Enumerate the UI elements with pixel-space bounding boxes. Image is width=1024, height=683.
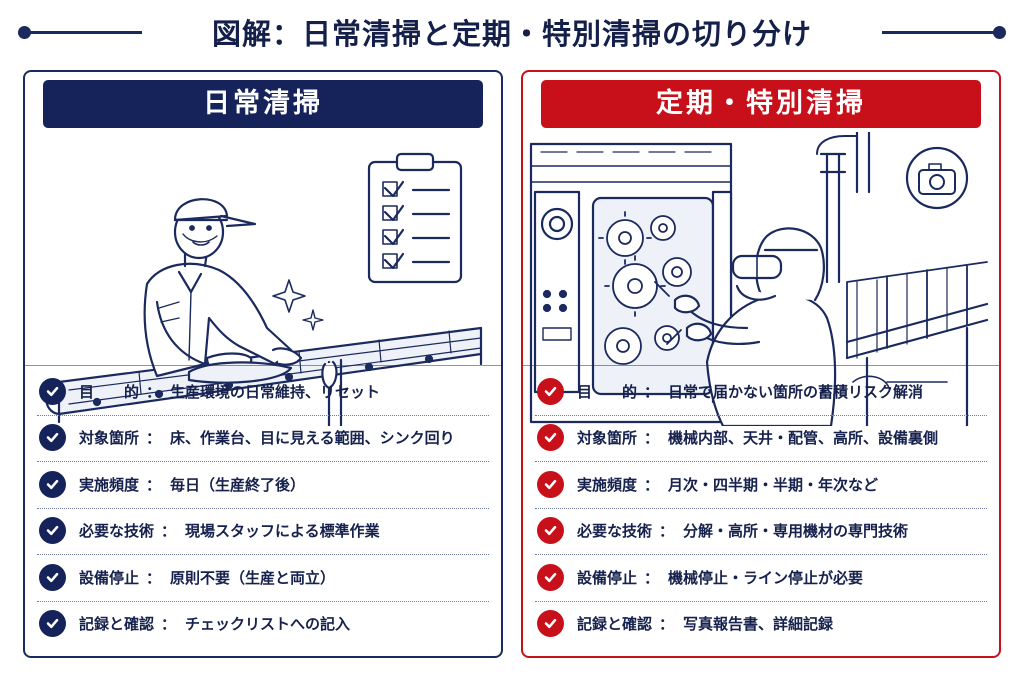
row-value: 機械内部、天井・配管、高所、設備裏側 — [668, 429, 939, 448]
daily-cleaning-panel: 日常清掃 — [23, 70, 503, 658]
row-label: 記録と確認 — [79, 615, 155, 634]
row-purpose: 目 的 ： 生産環境の日常維持、リセット — [25, 368, 501, 415]
periodic-cleaning-heading: 定期・特別清掃 — [541, 80, 981, 128]
row-label: 実施頻度 — [79, 475, 140, 494]
title-line-left — [24, 31, 142, 34]
row-value: チェックリストへの記入 — [185, 615, 351, 634]
check-icon — [537, 377, 564, 405]
periodic-cleaning-rows: 目 的 ： 日常で届かない箇所の蓄積リスク解消 対象箇所 ： 機械内部、天井・配… — [523, 368, 999, 647]
row-label: 目 的 — [79, 382, 140, 401]
check-icon — [537, 470, 564, 498]
row-label: 必要な技術 — [79, 522, 155, 541]
row-value: 現場スタッフによる標準作業 — [185, 522, 380, 541]
daily-cleaning-heading: 日常清掃 — [43, 80, 483, 128]
row-frequency: 実施頻度 ： 毎日（生産終了後） — [25, 461, 501, 508]
row-skill: 必要な技術 ： 分解・高所・専用機材の専門技術 — [523, 507, 999, 555]
panel-divider — [523, 365, 999, 366]
row-label: 実施頻度 — [577, 475, 638, 494]
row-value: 分解・高所・専用機材の専門技術 — [683, 522, 909, 541]
row-colon: ： — [644, 475, 660, 494]
row-value: 月次・四半期・半期・年次など — [668, 475, 879, 494]
row-frequency: 実施頻度 ： 月次・四半期・半期・年次など — [523, 461, 999, 508]
row-value: 日常で届かない箇所の蓄積リスク解消 — [668, 382, 924, 401]
row-record: 記録と確認 ： チェックリストへの記入 — [25, 600, 501, 648]
check-icon — [39, 470, 66, 498]
title-dot-right — [993, 26, 1006, 39]
row-colon: ： — [146, 382, 162, 401]
row-colon: ： — [644, 568, 660, 587]
title-bar: 図解：日常清掃と定期・特別清掃の切り分け — [0, 0, 1024, 62]
check-icon — [39, 610, 66, 638]
row-label: 目 的 — [577, 382, 638, 401]
check-icon — [39, 563, 66, 591]
check-icon — [537, 424, 564, 452]
worker-conveyor-illustration — [45, 152, 483, 426]
row-value: 原則不要（生産と両立） — [170, 568, 336, 587]
row-colon: ： — [146, 475, 162, 494]
row-value: 写真報告書、詳細記録 — [683, 615, 834, 634]
row-colon: ： — [146, 568, 162, 587]
row-value: 床、作業台、目に見える範囲、シンク回り — [170, 429, 455, 448]
row-colon: ： — [659, 522, 675, 541]
row-record: 記録と確認 ： 写真報告書、詳細記録 — [523, 600, 999, 648]
check-icon — [39, 517, 66, 545]
daily-cleaning-rows: 目 的 ： 生産環境の日常維持、リセット 対象箇所 ： 床、作業台、目に見える範… — [25, 368, 501, 647]
check-icon — [39, 424, 66, 452]
check-icon — [537, 563, 564, 591]
row-label: 記録と確認 — [577, 615, 653, 634]
row-label: 対象箇所 — [79, 429, 140, 448]
row-colon: ： — [146, 429, 162, 448]
row-colon: ： — [644, 429, 660, 448]
row-label: 必要な技術 — [577, 522, 653, 541]
row-shutdown: 設備停止 ： 原則不要（生産と両立） — [25, 554, 501, 601]
row-colon: ： — [644, 382, 660, 401]
row-value: 毎日（生産終了後） — [170, 475, 306, 494]
periodic-cleaning-panel: 定期・特別清掃 — [521, 70, 1001, 658]
title-line-right — [882, 31, 1000, 34]
row-label: 設備停止 — [79, 568, 140, 587]
row-label: 設備停止 — [577, 568, 638, 587]
row-value: 生産環境の日常維持、リセット — [170, 382, 381, 401]
row-colon: ： — [161, 522, 177, 541]
row-colon: ： — [659, 615, 675, 634]
panel-divider — [25, 365, 501, 366]
check-icon — [537, 610, 564, 638]
row-label: 対象箇所 — [577, 429, 638, 448]
row-target: 対象箇所 ： 機械内部、天井・配管、高所、設備裏側 — [523, 414, 999, 462]
row-value: 機械停止・ライン停止が必要 — [668, 568, 864, 587]
page-title: 図解：日常清掃と定期・特別清掃の切り分け — [211, 17, 812, 51]
row-skill: 必要な技術 ： 現場スタッフによる標準作業 — [25, 507, 501, 555]
check-icon — [537, 517, 564, 545]
row-colon: ： — [161, 615, 177, 634]
row-shutdown: 設備停止 ： 機械停止・ライン停止が必要 — [523, 554, 999, 601]
check-icon — [39, 377, 66, 405]
row-target: 対象箇所 ： 床、作業台、目に見える範囲、シンク回り — [25, 414, 501, 462]
technician-machine-illustration — [529, 132, 989, 426]
row-purpose: 目 的 ： 日常で届かない箇所の蓄積リスク解消 — [523, 368, 999, 415]
